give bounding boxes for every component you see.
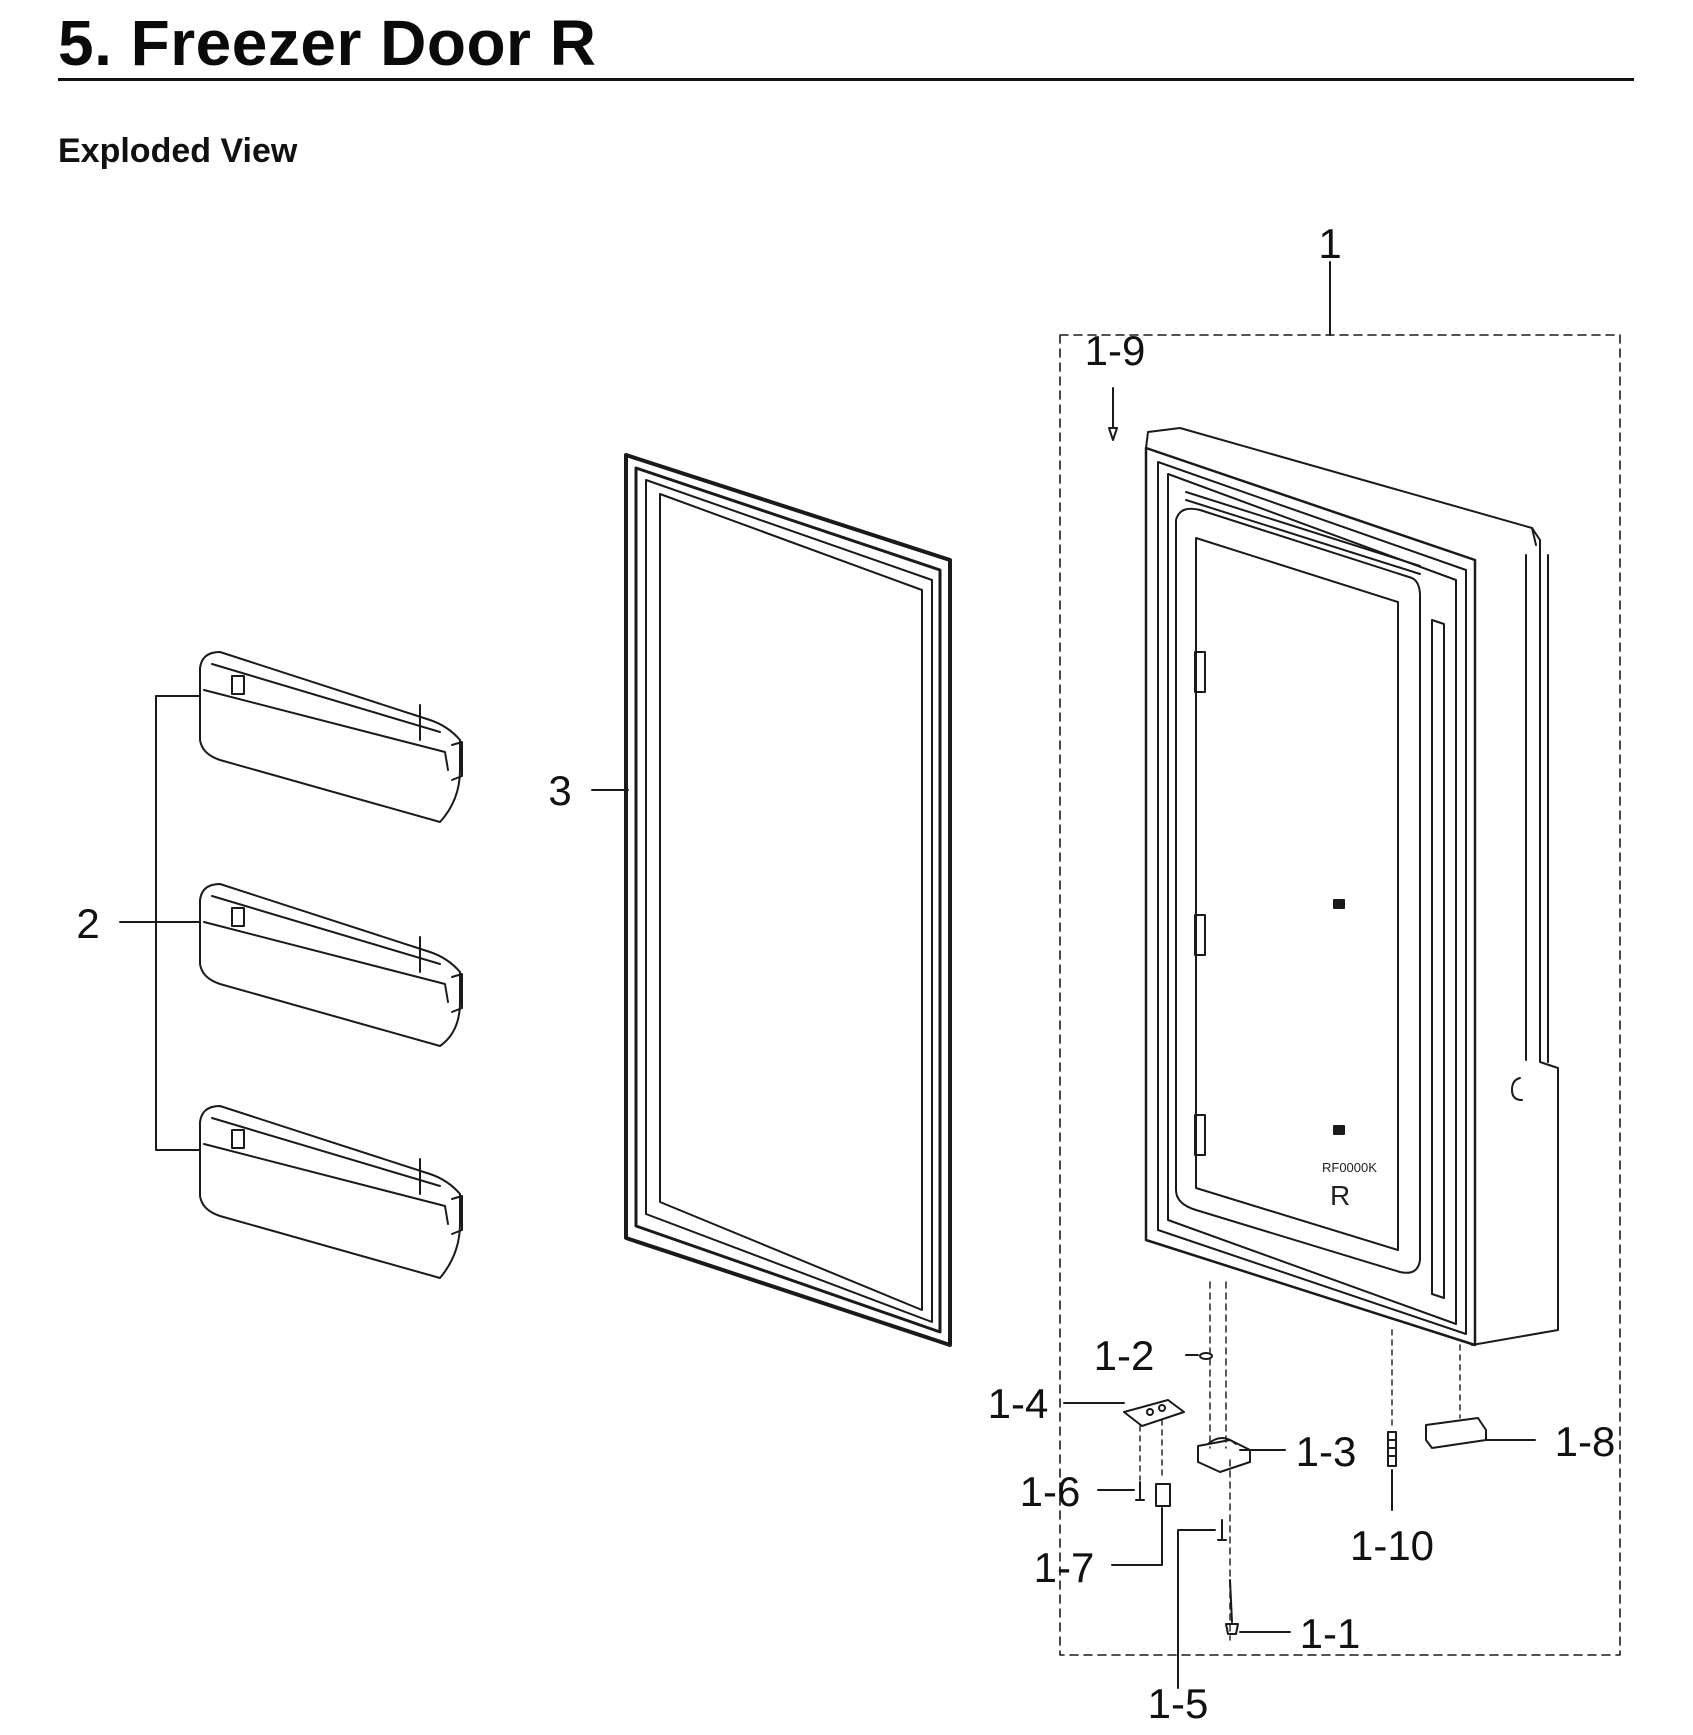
callout-1-7: 1-7 bbox=[1034, 1544, 1095, 1591]
callout-1-8: 1-8 bbox=[1555, 1418, 1616, 1465]
callout-1-10: 1-10 bbox=[1350, 1522, 1434, 1569]
callout-1: 1 bbox=[1318, 220, 1341, 267]
section-title: Exploded View bbox=[58, 132, 298, 170]
callout-1-3: 1-3 bbox=[1296, 1428, 1357, 1475]
title-rule bbox=[58, 78, 1634, 81]
door-assembly bbox=[1059, 334, 1621, 1656]
door-model-marking: RF0000K bbox=[1322, 1160, 1377, 1175]
door-side-marking: R bbox=[1330, 1180, 1350, 1211]
door-shelf-middle bbox=[199, 883, 463, 1047]
door-shelf-top bbox=[199, 651, 463, 823]
callout-2: 2 bbox=[76, 900, 99, 947]
door-shelf-bottom bbox=[199, 1105, 463, 1279]
callout-3: 3 bbox=[548, 767, 571, 814]
callout-1-6: 1-6 bbox=[1020, 1468, 1081, 1515]
callout-1-9: 1-9 bbox=[1085, 327, 1146, 374]
door-gasket bbox=[624, 453, 952, 1347]
hinge-hardware bbox=[1123, 1281, 1487, 1641]
callout-bracket-2 bbox=[119, 695, 201, 1151]
screw-1-9 bbox=[1108, 387, 1118, 441]
callout-leaders bbox=[1063, 1402, 1536, 1689]
callout-1-2: 1-2 bbox=[1094, 1332, 1155, 1379]
callout-1-4: 1-4 bbox=[988, 1380, 1049, 1427]
callout-1-1: 1-1 bbox=[1300, 1610, 1361, 1657]
page-title: 5. Freezer Door R bbox=[58, 7, 597, 79]
callout-1-5: 1-5 bbox=[1148, 1680, 1209, 1727]
